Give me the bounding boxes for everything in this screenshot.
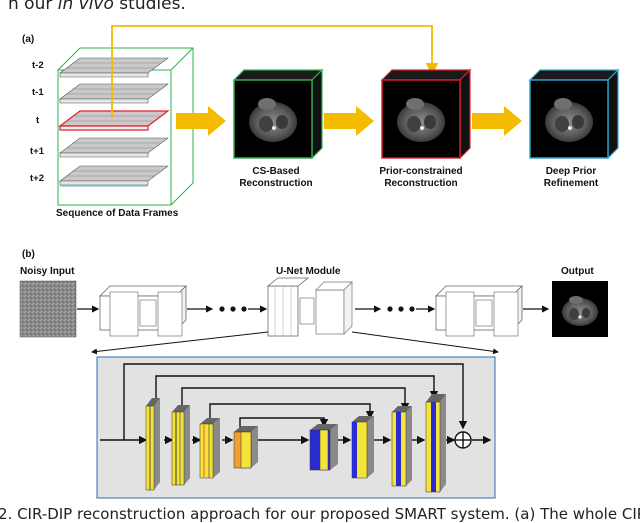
feature-map-1: [145, 398, 160, 491]
panel-b-tag: (b): [22, 249, 35, 260]
block-arrow-3: [472, 106, 522, 136]
top-text-prefix: n our: [8, 0, 58, 14]
feature-map-4: [233, 426, 258, 469]
feature-map-8: [425, 394, 446, 493]
caption-fragment: 2. CIR-DIP reconstruction approach for o…: [0, 505, 640, 523]
output-label: Output: [561, 266, 594, 277]
unet-block-module: [266, 277, 353, 337]
unet-block-1: [99, 285, 187, 337]
frame-plate-t+1: [59, 137, 169, 158]
frame-label-t-1: t-1: [32, 87, 44, 98]
feature-map-5: [309, 424, 338, 471]
frame-label-t: t: [36, 115, 40, 126]
block-arrow-2: [324, 106, 374, 136]
deep-prior-image-cube: [528, 68, 620, 160]
feature-map-3: [199, 418, 220, 479]
prior-feed-arrow: [111, 25, 439, 118]
top-text-italic: in vivo: [57, 0, 114, 14]
ellipsis-dots-2: [387, 306, 415, 312]
prior-recon-label: Prior-constrained Reconstruction: [379, 166, 463, 189]
prior-recon-image-cube: [380, 68, 472, 160]
frame-label-t+1: t+1: [30, 146, 44, 157]
noisy-input-image: [19, 280, 77, 338]
data-frame-stack: [57, 47, 194, 206]
frame-label-t-2: t-2: [32, 60, 44, 71]
frame-plate-t-1: [59, 83, 169, 104]
output-image: [552, 281, 608, 337]
unet-module-label: U-Net Module: [276, 266, 341, 277]
top-text-suffix: studies.: [113, 0, 186, 14]
panel-a-tag: (a): [22, 34, 35, 45]
frame-plate-t: [58, 110, 170, 131]
sum-node-icon: [454, 431, 472, 449]
feature-map-6: [351, 416, 374, 479]
skip-connections: [123, 363, 468, 440]
deep-prior-label: Deep Prior Refinement: [543, 166, 599, 189]
sequence-of-frames-label: Sequence of Data Frames: [56, 208, 179, 219]
ellipsis-dots-1: [219, 306, 247, 312]
unet-block-3: [435, 285, 523, 337]
frame-plate-t-2: [59, 57, 169, 78]
noisy-input-label: Noisy Input: [20, 266, 75, 277]
top-sentence-fragment: n our in vivo studies.: [8, 0, 186, 14]
block-arrow-1: [176, 106, 226, 136]
feature-map-7: [391, 406, 412, 487]
feature-map-2: [171, 405, 190, 486]
frame-plate-t+2: [59, 165, 169, 186]
frame-label-t+2: t+2: [30, 173, 44, 184]
cs-recon-label: CS-Based Reconstruction: [239, 166, 313, 189]
cs-recon-image-cube: [232, 68, 324, 160]
